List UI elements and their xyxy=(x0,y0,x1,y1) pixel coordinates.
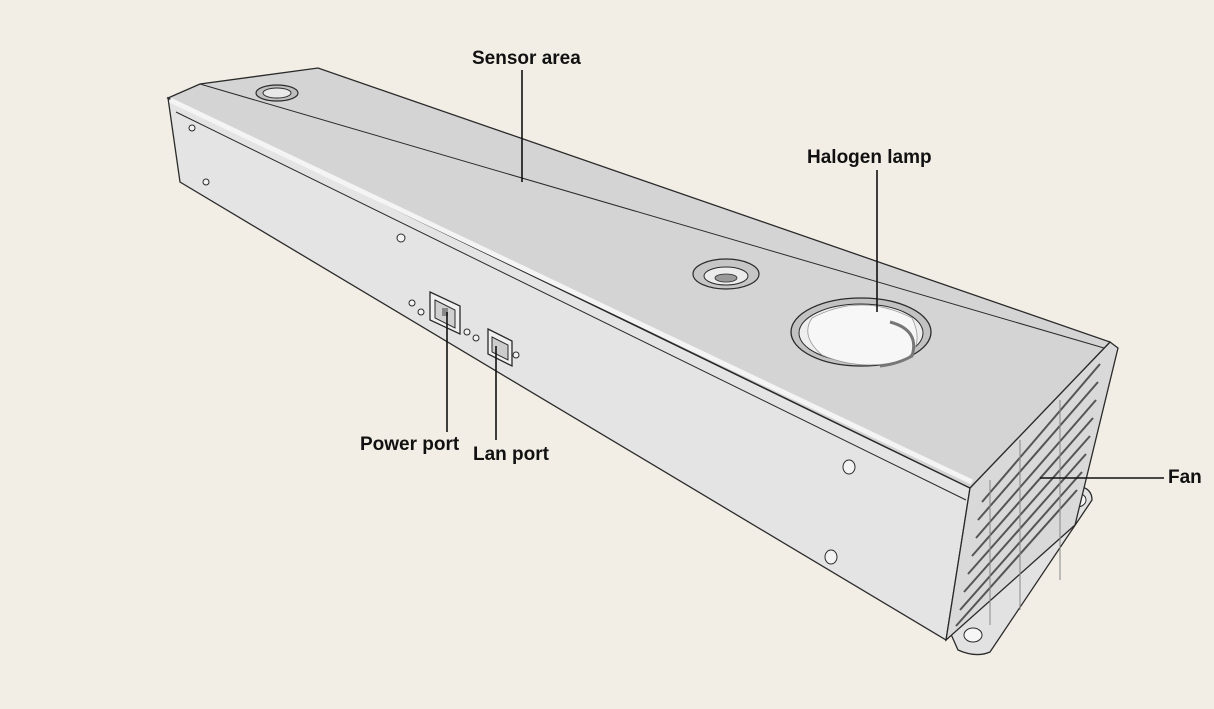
lan-port-icon xyxy=(487,327,513,368)
halogen-lamp-label: Halogen lamp xyxy=(807,147,932,168)
top-opening xyxy=(255,84,299,102)
sensor-area-label: Sensor area xyxy=(472,48,581,69)
fan-label: Fan xyxy=(1168,467,1202,488)
lan-port-label: Lan port xyxy=(473,444,549,465)
leader-lines xyxy=(446,70,1164,479)
sensor-opening xyxy=(692,258,760,290)
top-face xyxy=(166,67,1112,489)
fan-icon xyxy=(955,363,1101,627)
end-face xyxy=(945,341,1119,642)
power-port-icon xyxy=(429,290,461,336)
halogen-lamp-icon xyxy=(790,297,932,368)
power-port-label: Power port xyxy=(360,434,460,455)
front-edge xyxy=(168,97,974,485)
screw-holes xyxy=(188,124,856,565)
